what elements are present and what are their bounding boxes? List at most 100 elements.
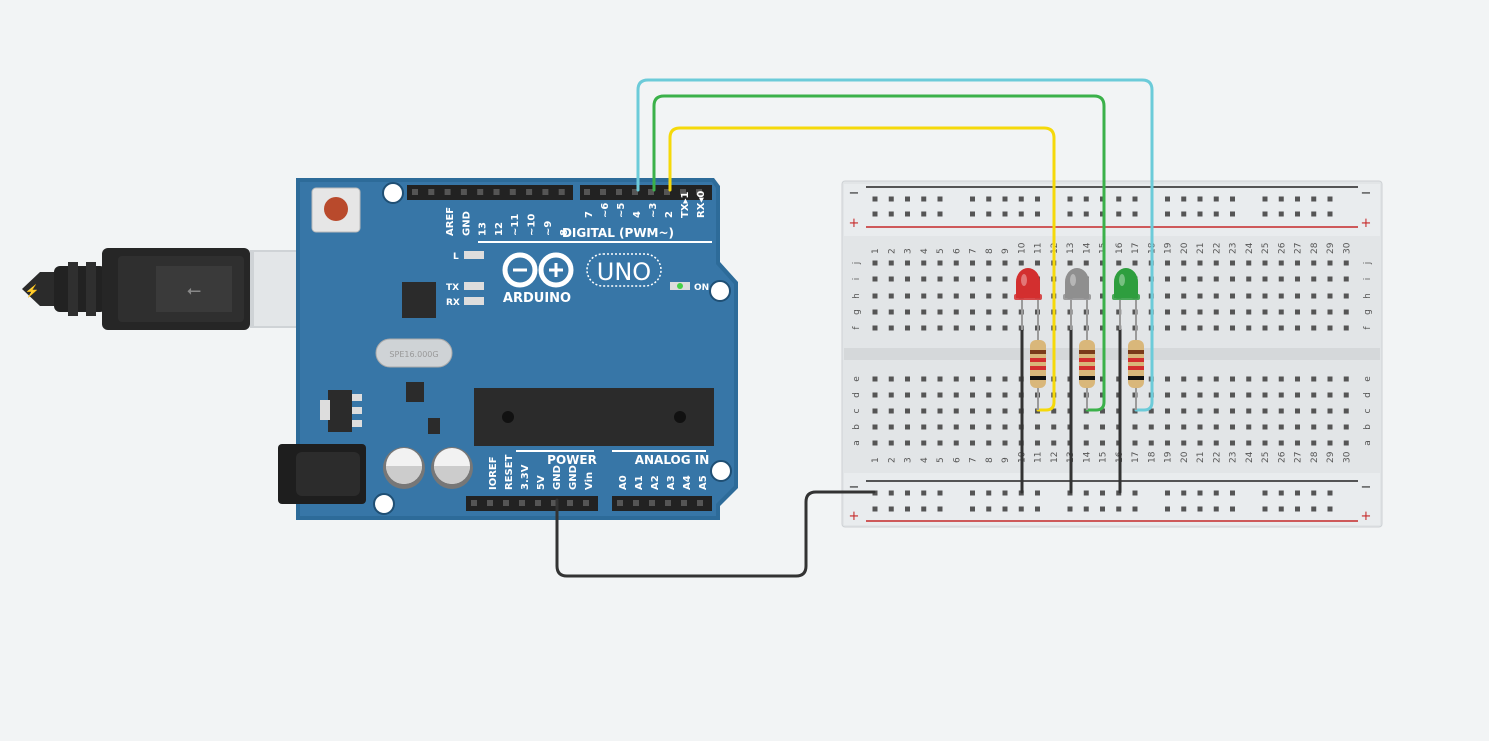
breadboard-hole[interactable]	[970, 276, 975, 282]
header-pin[interactable]	[664, 189, 670, 195]
breadboard-hole[interactable]	[905, 325, 910, 331]
breadboard-hole[interactable]	[1230, 408, 1235, 414]
breadboard-hole[interactable]	[921, 392, 927, 398]
breadboard-hole[interactable]	[872, 196, 878, 202]
breadboard-hole[interactable]	[888, 276, 894, 282]
breadboard-hole[interactable]	[1181, 506, 1187, 512]
led-off[interactable]	[1063, 268, 1091, 330]
breadboard-hole[interactable]	[1230, 376, 1235, 382]
header-pin[interactable]	[681, 500, 687, 506]
breadboard-hole[interactable]	[872, 424, 878, 430]
breadboard-hole[interactable]	[953, 309, 959, 315]
breadboard-hole[interactable]	[1197, 490, 1203, 496]
breadboard-hole[interactable]	[905, 309, 910, 315]
breadboard-hole[interactable]	[986, 211, 992, 217]
breadboard-hole[interactable]	[1295, 376, 1300, 382]
breadboard-hole[interactable]	[1035, 490, 1040, 496]
breadboard-hole[interactable]	[1197, 260, 1203, 266]
breadboard-hole[interactable]	[953, 424, 959, 430]
breadboard-hole[interactable]	[953, 276, 959, 282]
breadboard-hole[interactable]	[1295, 309, 1300, 315]
breadboard-hole[interactable]	[1002, 293, 1008, 299]
breadboard-hole[interactable]	[1278, 376, 1284, 382]
header-pin[interactable]	[616, 189, 622, 195]
breadboard-hole[interactable]	[1311, 325, 1317, 331]
breadboard-hole[interactable]	[970, 440, 975, 446]
header-pin[interactable]	[535, 500, 541, 506]
breadboard-hole[interactable]	[1262, 490, 1268, 496]
breadboard-hole[interactable]	[1213, 392, 1219, 398]
breadboard-hole[interactable]	[1327, 424, 1333, 430]
breadboard-hole[interactable]	[1002, 490, 1008, 496]
breadboard-hole[interactable]	[1278, 276, 1284, 282]
breadboard-hole[interactable]	[1262, 392, 1268, 398]
breadboard-hole[interactable]	[1295, 408, 1300, 414]
breadboard-hole[interactable]	[1311, 260, 1317, 266]
breadboard-hole[interactable]	[1213, 276, 1219, 282]
breadboard-hole[interactable]	[1132, 196, 1138, 202]
breadboard-hole[interactable]	[1343, 376, 1349, 382]
breadboard-hole[interactable]	[1327, 408, 1333, 414]
header-pin[interactable]	[697, 500, 703, 506]
resistor[interactable]	[1128, 330, 1144, 410]
breadboard-hole[interactable]	[986, 392, 992, 398]
breadboard-hole[interactable]	[1083, 506, 1089, 512]
breadboard-hole[interactable]	[1018, 260, 1024, 266]
header-pin[interactable]	[558, 189, 565, 195]
breadboard-hole[interactable]	[1148, 424, 1154, 430]
breadboard-hole[interactable]	[1327, 392, 1333, 398]
breadboard-hole[interactable]	[937, 408, 943, 414]
breadboard-hole[interactable]	[1311, 376, 1317, 382]
breadboard-hole[interactable]	[1327, 325, 1333, 331]
header-pin[interactable]	[428, 189, 435, 195]
breadboard-hole[interactable]	[1230, 490, 1235, 496]
breadboard-hole[interactable]	[921, 325, 927, 331]
breadboard-hole[interactable]	[1100, 408, 1105, 414]
breadboard-hole[interactable]	[1295, 196, 1300, 202]
breadboard-hole[interactable]	[1165, 293, 1170, 299]
breadboard-hole[interactable]	[921, 276, 927, 282]
breadboard-hole[interactable]	[1002, 424, 1008, 430]
breadboard-hole[interactable]	[1035, 424, 1040, 430]
breadboard-hole[interactable]	[1278, 424, 1284, 430]
breadboard-hole[interactable]	[1213, 408, 1219, 414]
header-pin[interactable]	[583, 500, 589, 506]
breadboard-hole[interactable]	[1262, 376, 1268, 382]
breadboard-hole[interactable]	[872, 260, 878, 266]
breadboard-hole[interactable]	[921, 408, 927, 414]
breadboard-hole[interactable]	[1246, 293, 1252, 299]
breadboard-hole[interactable]	[1295, 260, 1300, 266]
breadboard-hole[interactable]	[1197, 424, 1203, 430]
breadboard-hole[interactable]	[1295, 276, 1300, 282]
breadboard-hole[interactable]	[1067, 260, 1073, 266]
breadboard-hole[interactable]	[905, 424, 910, 430]
breadboard-hole[interactable]	[1100, 506, 1105, 512]
breadboard-hole[interactable]	[1230, 260, 1235, 266]
breadboard-hole[interactable]	[1197, 211, 1203, 217]
breadboard-hole[interactable]	[1035, 196, 1040, 202]
breadboard-hole[interactable]	[1327, 260, 1333, 266]
header-pin[interactable]	[649, 500, 655, 506]
breadboard-hole[interactable]	[1100, 440, 1105, 446]
header-pin[interactable]	[503, 500, 509, 506]
breadboard-hole[interactable]	[1067, 196, 1073, 202]
breadboard-hole[interactable]	[1213, 260, 1219, 266]
breadboard-hole[interactable]	[1230, 276, 1235, 282]
header-pin[interactable]	[487, 500, 493, 506]
breadboard-hole[interactable]	[970, 211, 975, 217]
breadboard-hole[interactable]	[1116, 211, 1122, 217]
wire-cyan[interactable]	[636, 78, 1154, 412]
breadboard-hole[interactable]	[1083, 490, 1089, 496]
breadboard-hole[interactable]	[1311, 408, 1317, 414]
header-pin[interactable]	[542, 189, 549, 195]
breadboard-hole[interactable]	[937, 276, 943, 282]
breadboard-hole[interactable]	[905, 408, 910, 414]
breadboard-hole[interactable]	[1002, 260, 1008, 266]
wire-yellow[interactable]	[668, 126, 1056, 412]
breadboard-hole[interactable]	[1262, 325, 1268, 331]
breadboard-hole[interactable]	[1197, 440, 1203, 446]
breadboard-hole[interactable]	[1343, 440, 1349, 446]
breadboard-hole[interactable]	[1311, 276, 1317, 282]
breadboard-hole[interactable]	[1295, 440, 1300, 446]
breadboard-hole[interactable]	[986, 376, 992, 382]
